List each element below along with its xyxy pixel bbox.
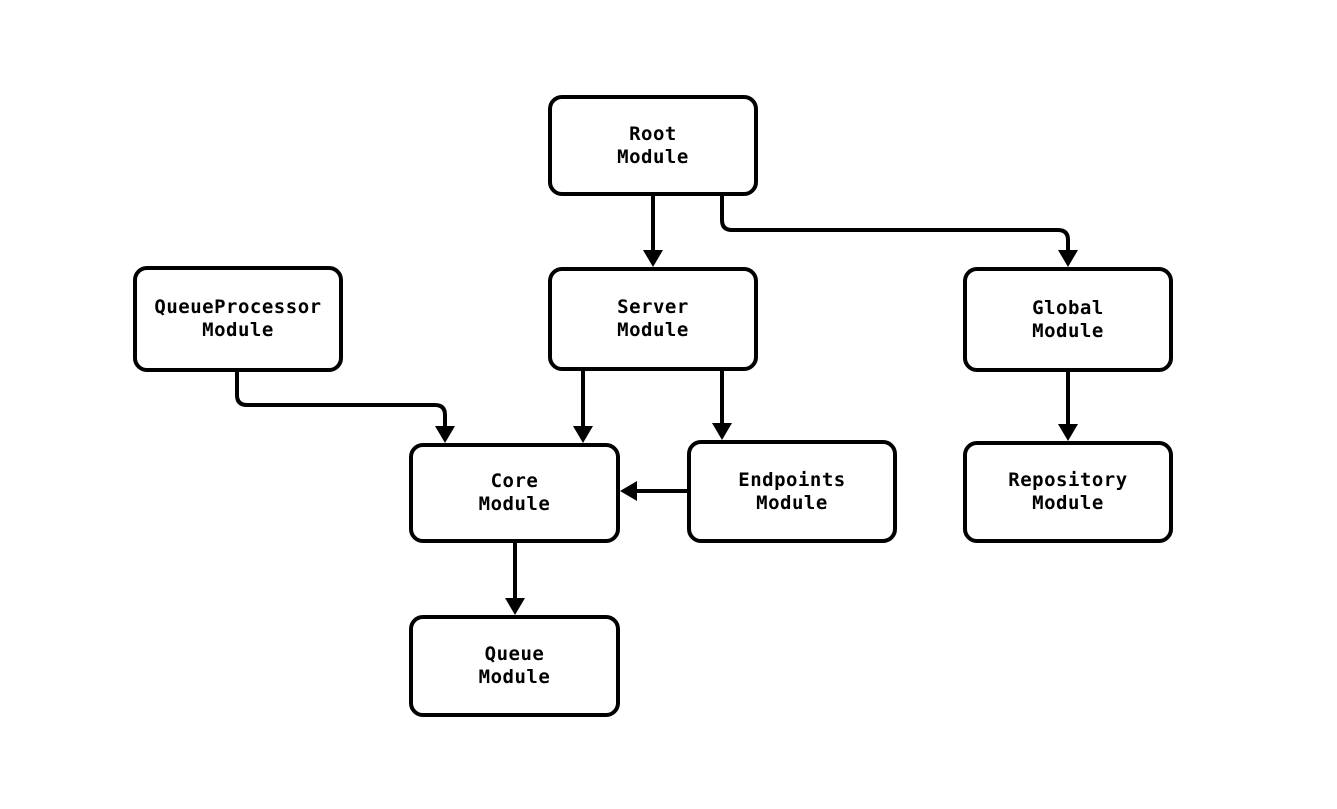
node-label: Repository Module — [1008, 469, 1128, 514]
core-module-node[interactable]: Core Module — [409, 443, 620, 543]
node-label: Queue Module — [478, 643, 551, 688]
endpoints-module-node[interactable]: Endpoints Module — [687, 440, 897, 543]
queueprocessor-module-node[interactable]: QueueProcessor Module — [133, 266, 343, 372]
root-module-node[interactable]: Root Module — [548, 95, 758, 196]
node-label: Core Module — [478, 470, 551, 515]
node-label: QueueProcessor Module — [154, 296, 322, 341]
queue-module-node[interactable]: Queue Module — [409, 615, 620, 717]
node-label: Endpoints Module — [738, 468, 846, 514]
server-module-node[interactable]: Server Module — [548, 267, 758, 371]
node-label: Global Module — [1032, 296, 1104, 342]
node-label: Root Module — [617, 122, 689, 168]
repository-module-node[interactable]: Repository Module — [963, 441, 1173, 543]
node-label: Server Module — [617, 296, 689, 341]
global-module-node[interactable]: Global Module — [963, 267, 1173, 372]
